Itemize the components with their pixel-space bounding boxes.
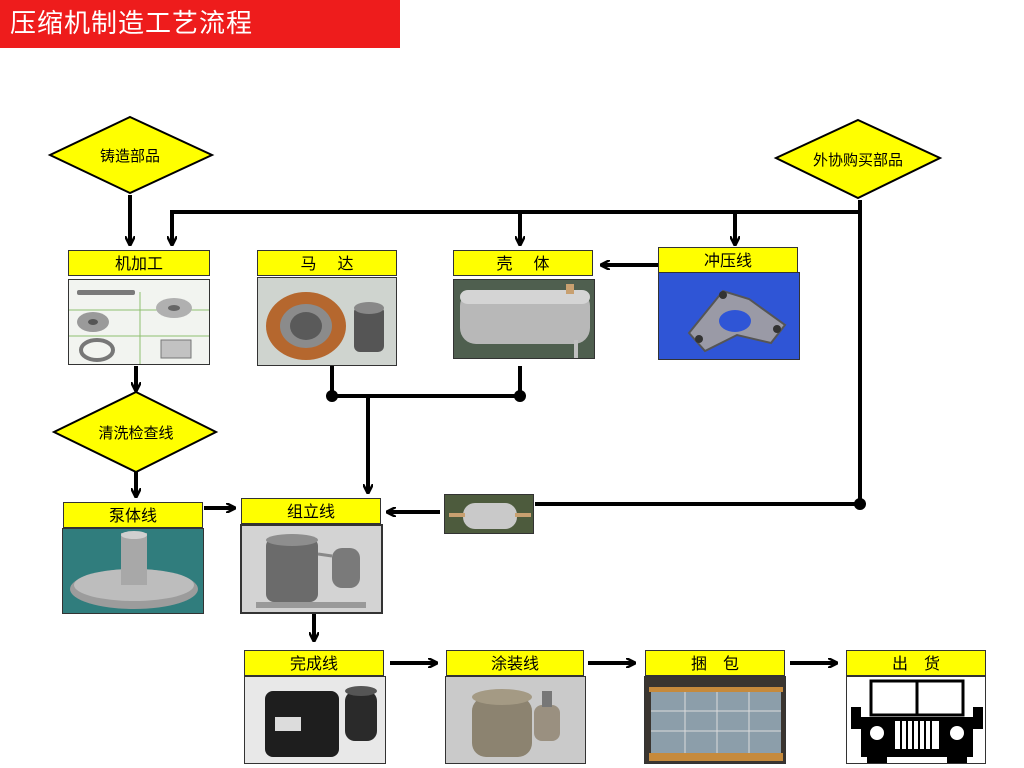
stamping-label: 冲压线 (658, 247, 798, 273)
assembly-photo (240, 524, 383, 614)
machining-photo (68, 279, 210, 365)
accumulator-photo (444, 494, 534, 534)
machining-label: 机加工 (68, 250, 210, 276)
stamped-bracket-icon (659, 273, 799, 359)
pallet-package-icon (645, 677, 785, 763)
page-title: 压缩机制造工艺流程 (0, 0, 400, 48)
casting-diamond (47, 115, 215, 195)
painting-photo (445, 676, 586, 764)
shell-photo (453, 279, 595, 359)
pump-photo (62, 528, 204, 614)
motor-label: 马 达 (257, 250, 397, 276)
finished-compressor-icon (245, 677, 385, 763)
outsourced-label: 外协购买部品 (812, 151, 903, 169)
assembly-label: 组立线 (241, 498, 381, 524)
stamping-photo (658, 272, 800, 360)
pump-label: 泵体线 (63, 502, 203, 528)
machined-parts-icon (69, 280, 209, 364)
cleaning-diamond (51, 390, 219, 474)
shipping-photo (846, 676, 986, 764)
packing-label: 捆 包 (645, 650, 785, 676)
pump-body-icon (63, 529, 203, 613)
shipping-label: 出 货 (846, 650, 986, 676)
shell-label: 壳 体 (453, 250, 593, 276)
finish-label: 完成线 (244, 650, 384, 676)
painting-label: 涂装线 (446, 650, 584, 676)
compressor-assembly-icon (242, 526, 381, 612)
motor-stator-icon (258, 278, 396, 365)
motor-photo (257, 277, 397, 366)
finish-photo (244, 676, 386, 764)
accumulator-icon (445, 495, 533, 533)
truck-icon (847, 677, 985, 763)
casting-label: 铸造部品 (99, 147, 160, 165)
outsourced-diamond (773, 118, 943, 200)
packing-photo (644, 676, 786, 764)
compressor-shell-icon (454, 280, 594, 358)
cleaning-label: 清洗检查线 (98, 424, 174, 442)
painted-compressor-icon (446, 677, 585, 763)
